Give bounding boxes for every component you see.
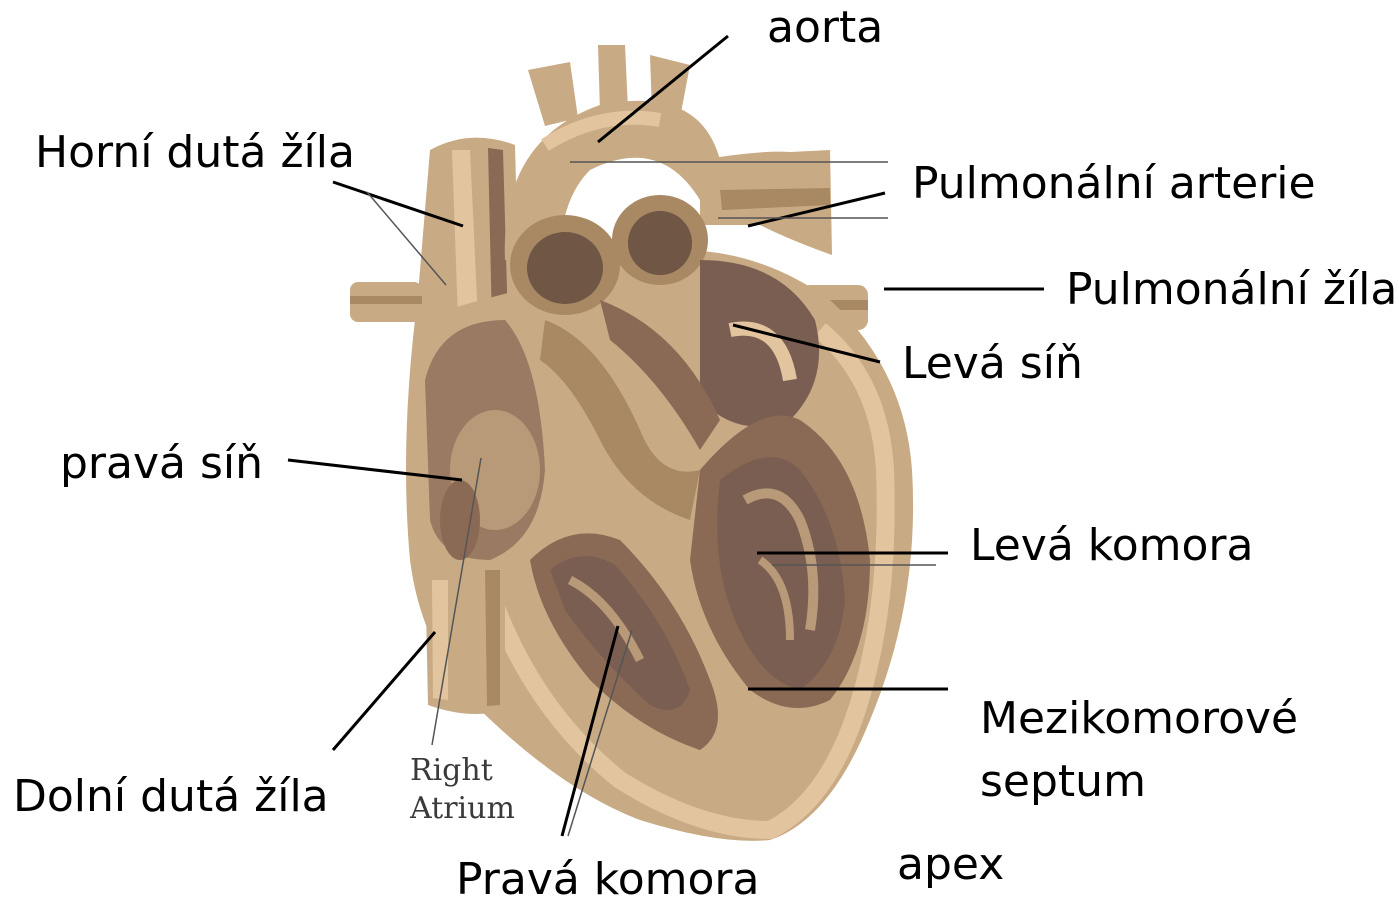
label-aorta: aorta [767, 6, 883, 50]
label-pulmonary-vein: Pulmonální žíla [1066, 268, 1397, 312]
label-left-ventricle: Levá komora [970, 524, 1253, 568]
embedded-label-line2: Atrium [410, 790, 515, 828]
label-pulmonary-artery: Pulmonální arterie [912, 162, 1316, 206]
label-septum-line2: septum [980, 760, 1146, 804]
pulmonary-artery-shape [700, 150, 832, 255]
embedded-label-line1: Right [410, 752, 493, 790]
label-right-atrium: pravá síň [60, 442, 263, 486]
label-right-ventricle: Pravá komora [456, 858, 759, 900]
label-inferior-vena-cava: Dolní dutá žíla [13, 775, 329, 819]
label-superior-vena-cava: Horní dutá žíla [35, 131, 355, 175]
label-left-atrium: Levá síň [902, 342, 1083, 386]
inferior-vena-cava-shape [425, 560, 505, 714]
leader-inferior-vena-cava [333, 632, 435, 750]
label-apex: apex [897, 843, 1004, 887]
label-septum-line1: Mezikomorové [980, 697, 1298, 741]
